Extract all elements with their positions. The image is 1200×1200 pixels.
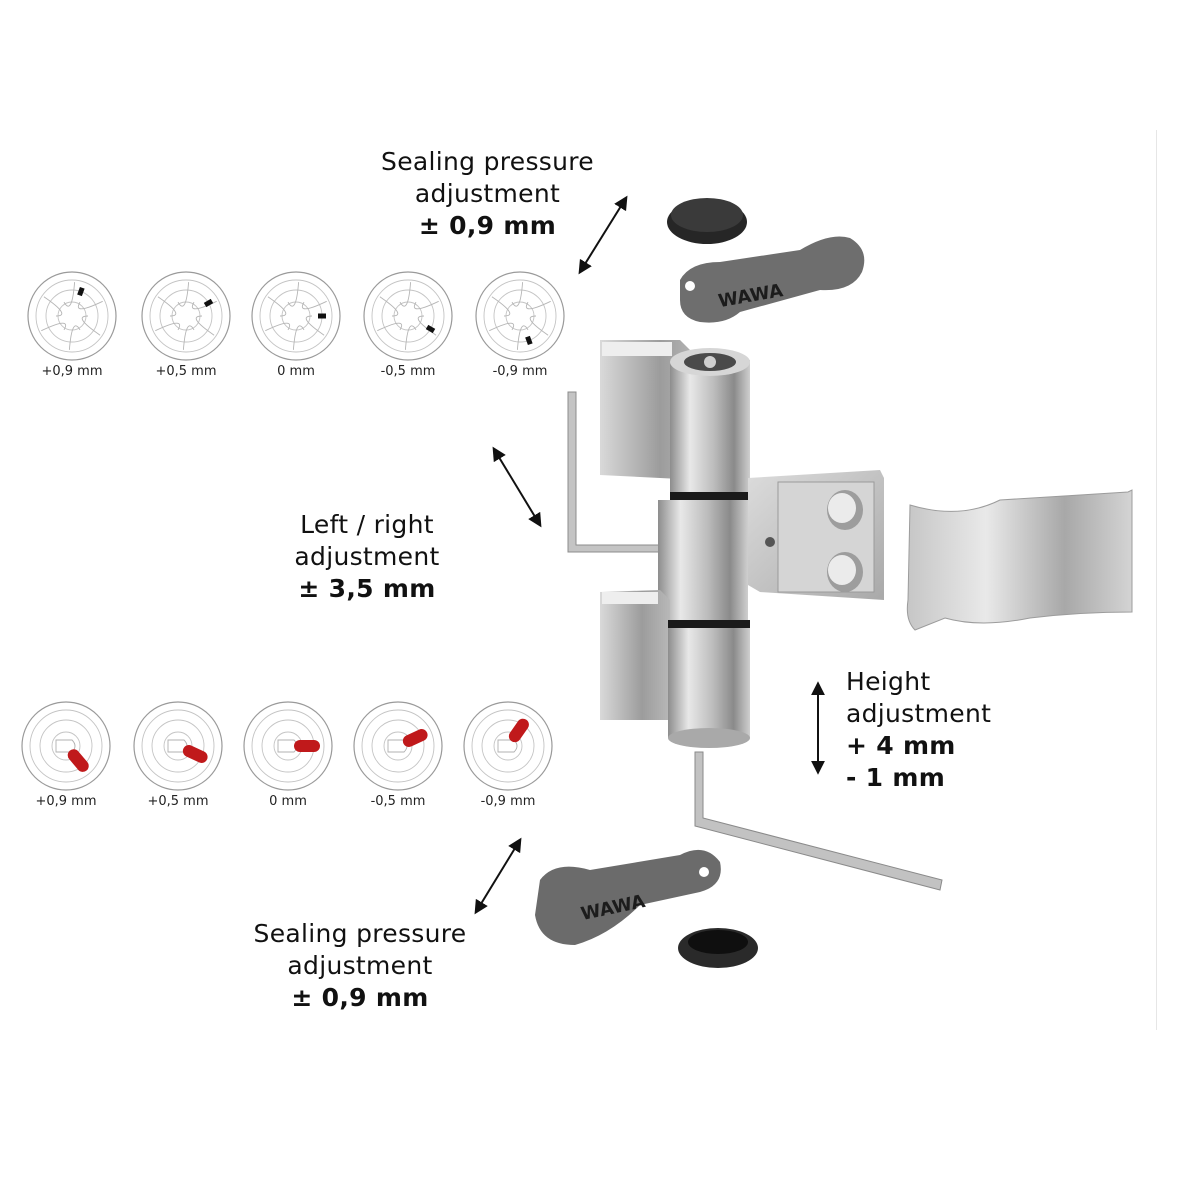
dial-graphic	[353, 701, 443, 791]
page-edge-line	[1156, 130, 1157, 1030]
dial-label: +0,9 mm	[41, 364, 103, 379]
dial-graphic	[363, 271, 453, 361]
callout-value: ± 3,5 mm	[298, 574, 436, 603]
dial-marker	[294, 740, 320, 752]
lower-barrel	[668, 620, 750, 748]
dial-graphic	[141, 271, 231, 361]
hinge-cover-shell	[906, 489, 1133, 631]
dial-label: -0,9 mm	[480, 794, 536, 809]
dial-1: +0,5 mm	[122, 700, 234, 809]
dial-graphic	[251, 271, 341, 361]
dial-label: -0,5 mm	[380, 364, 436, 379]
dial-label: -0,5 mm	[370, 794, 426, 809]
callout-value: ± 0,9 mm	[291, 983, 429, 1012]
top-key-brand-mark: WAWA	[717, 280, 785, 312]
dial-label: -0,9 mm	[492, 364, 548, 379]
dial-graphic	[463, 701, 553, 791]
dial-2: 0 mm	[240, 270, 352, 379]
dial-graphic	[475, 271, 565, 361]
left-right-callout: Left / right adjustment ± 3,5 mm	[262, 509, 472, 605]
dial-marker	[402, 729, 428, 747]
dial-marker	[182, 745, 208, 763]
dial-label: +0,5 mm	[147, 794, 209, 809]
callout-line: adjustment	[846, 699, 992, 728]
dial-marker	[425, 324, 436, 334]
callout-value: - 1 mm	[846, 763, 946, 792]
upper-barrel	[670, 348, 750, 500]
height-callout: Height adjustment + 4 mm - 1 mm	[846, 666, 1046, 794]
callout-value: ± 0,9 mm	[418, 211, 557, 240]
callout-line: Sealing pressure	[381, 147, 594, 176]
callout-value: + 4 mm	[846, 731, 956, 760]
dial-3: -0,5 mm	[352, 270, 464, 379]
dial-marker	[67, 749, 89, 772]
dial-graphic	[243, 701, 333, 791]
dial-3: -0,5 mm	[342, 700, 454, 809]
dial-graphic	[133, 701, 223, 791]
top-dial-row: +0,9 mm +0,5 mm 0 mm -0,5 mm -0,9 mm	[0, 270, 565, 390]
dial-marker	[508, 718, 529, 743]
allen-key-upper	[567, 391, 663, 553]
upper-hinge-leaf	[600, 340, 700, 480]
dial-label: 0 mm	[269, 794, 307, 809]
callout-line: Height	[846, 667, 931, 696]
dial-graphic	[21, 701, 111, 791]
dial-marker	[525, 335, 533, 346]
bottom-key-brand-mark: WAWA	[579, 891, 647, 925]
dial-label: +0,5 mm	[155, 364, 217, 379]
callout-line: adjustment	[287, 951, 433, 980]
dial-label: 0 mm	[277, 364, 315, 379]
dial-marker	[77, 286, 85, 297]
callout-line: adjustment	[294, 542, 440, 571]
left-right-arrow	[492, 446, 542, 528]
top-adjustment-key: WAWA	[680, 236, 865, 323]
bottom-dial-row: +0,9 mm +0,5 mm 0 mm -0,5 mm -0,9 mm	[0, 700, 560, 830]
bottom-cap-plug	[678, 928, 758, 968]
dial-2: 0 mm	[232, 700, 344, 809]
middle-barrel	[658, 500, 748, 620]
dial-1: +0,5 mm	[130, 270, 242, 379]
dial-4: -0,9 mm	[464, 270, 576, 379]
sealing-pressure-top-callout: Sealing pressure adjustment ± 0,9 mm	[355, 146, 620, 242]
dial-label: +0,9 mm	[35, 794, 97, 809]
dial-0: +0,9 mm	[10, 700, 122, 809]
bottom-adjustment-key: WAWA	[535, 849, 721, 945]
sealing-pressure-bottom-callout: Sealing pressure adjustment ± 0,9 mm	[240, 918, 480, 1014]
dial-marker	[318, 313, 326, 319]
sealing-bottom-arrow	[474, 837, 522, 915]
frame-mounting-plate	[748, 470, 884, 600]
callout-line: adjustment	[414, 179, 561, 208]
top-cap-plug	[667, 198, 747, 244]
callout-line: Sealing pressure	[253, 919, 467, 948]
dial-0: +0,9 mm	[16, 270, 128, 379]
dial-graphic	[27, 271, 117, 361]
dial-4: -0,9 mm	[452, 700, 564, 809]
dial-marker	[203, 298, 214, 308]
lower-hinge-leaf	[600, 590, 670, 720]
callout-line: Left / right	[300, 510, 434, 539]
